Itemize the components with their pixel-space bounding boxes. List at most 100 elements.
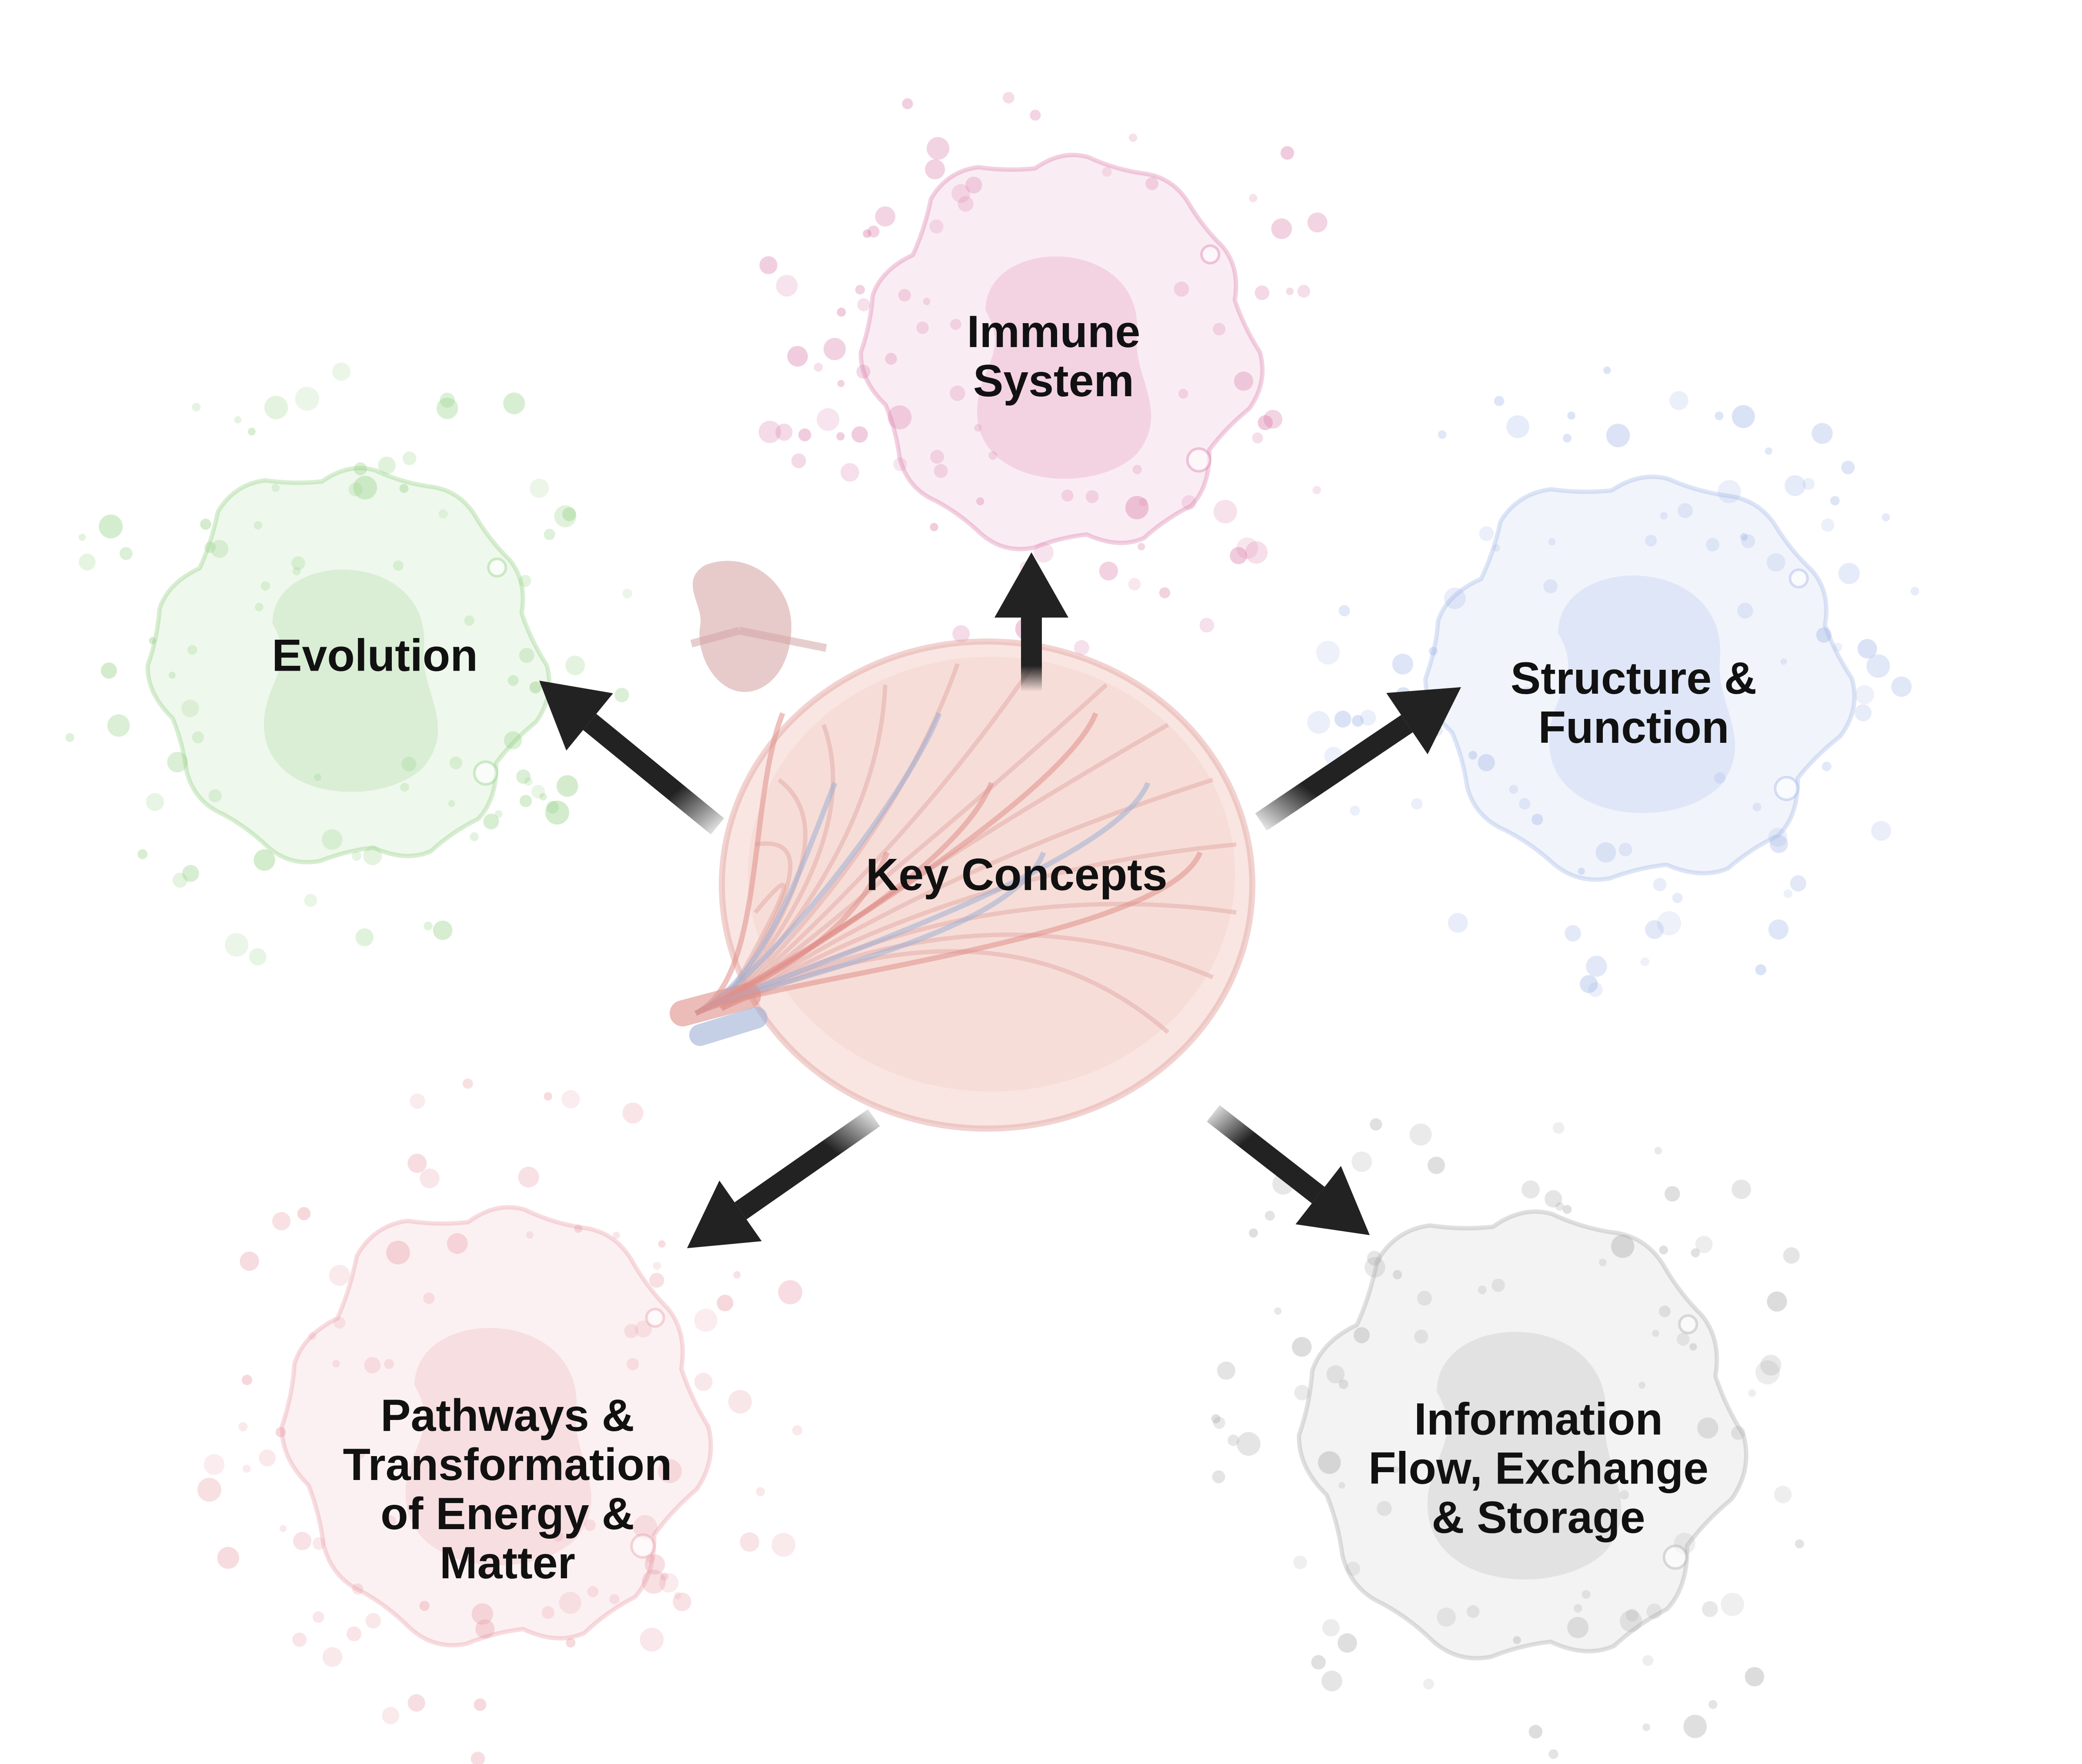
- particle-dot: [1871, 821, 1891, 841]
- cell-vesicle: [587, 1586, 599, 1597]
- particle-dot: [561, 1090, 580, 1109]
- particle-dot: [1350, 805, 1360, 816]
- particle-dot: [929, 219, 944, 234]
- particle-dot: [1689, 1343, 1697, 1351]
- arrow-shaft: [1207, 1105, 1325, 1203]
- particle-dot: [1351, 1151, 1372, 1172]
- particle-dot: [1731, 1426, 1745, 1440]
- cell-vesicle: [384, 1515, 397, 1528]
- particle-dot: [771, 1533, 796, 1557]
- particle-dot: [447, 1233, 468, 1254]
- particle-dot: [1249, 1228, 1258, 1238]
- particle-dot: [352, 1583, 364, 1595]
- arrow-head: [994, 552, 1068, 618]
- cell-vesicle: [923, 297, 931, 305]
- particle-dot: [354, 462, 367, 475]
- spleen-body: [692, 561, 791, 692]
- particle-dot: [756, 1487, 765, 1496]
- particle-dot: [1565, 925, 1582, 942]
- particle-dot: [1765, 447, 1772, 455]
- particle-dot: [1603, 366, 1611, 374]
- particle-dot: [1492, 544, 1500, 552]
- particle-dot: [78, 534, 86, 541]
- particle-dot: [507, 675, 519, 686]
- particle-dot: [1531, 814, 1543, 825]
- particle-dot: [544, 528, 555, 540]
- cell-vesicle: [485, 1567, 495, 1577]
- particle-dot: [181, 699, 199, 718]
- particle-dot: [1444, 587, 1466, 609]
- cell-vesicle: [332, 1360, 340, 1368]
- arrow-layer: [539, 552, 1461, 1248]
- particle-dot: [1294, 1385, 1310, 1400]
- particle-dot: [410, 1093, 425, 1109]
- particle-dot: [1855, 685, 1874, 704]
- cell-vesicle: [1414, 1330, 1428, 1344]
- particle-dot: [951, 184, 971, 203]
- particle-dot: [574, 1224, 583, 1233]
- cell-nucleus: [1549, 575, 1735, 813]
- particle-dot: [1212, 1470, 1225, 1483]
- cell-vesicle: [988, 451, 998, 460]
- cell-vesicle: [292, 567, 301, 575]
- cell-vesicle: [974, 424, 982, 432]
- particle-dot: [1125, 496, 1149, 519]
- particle-dot: [402, 451, 417, 465]
- particle-dot: [775, 424, 793, 441]
- particle-dot: [100, 662, 117, 679]
- particle-dot: [1370, 1118, 1382, 1131]
- cell-nucleus: [977, 256, 1151, 479]
- concept-label-line: Matter: [439, 1538, 576, 1588]
- particle-dot: [192, 403, 201, 411]
- particle-dot: [1360, 709, 1376, 726]
- cell-nucleus: [405, 1328, 592, 1566]
- particle-dot: [1783, 889, 1792, 898]
- particle-dot: [1642, 1723, 1650, 1731]
- particle-dot: [1429, 647, 1438, 656]
- particle-dot: [673, 1593, 691, 1611]
- particle-dot: [208, 789, 222, 802]
- cell-vesicle: [553, 1531, 564, 1542]
- particle-dot: [851, 426, 868, 443]
- particle-dot: [545, 800, 569, 825]
- particle-dot: [660, 1572, 668, 1581]
- particle-dot: [1437, 1607, 1456, 1627]
- particle-dot: [1217, 1361, 1235, 1380]
- cell-membrane: [1423, 474, 1857, 882]
- cell-vesicle: [1085, 490, 1099, 503]
- cell-vesicle: [1737, 602, 1753, 619]
- cell-vesicle: [1599, 1259, 1607, 1266]
- particle-dot: [559, 1591, 581, 1614]
- particle-dot: [837, 307, 846, 317]
- particle-dot: [295, 387, 320, 411]
- particle-dot: [823, 337, 846, 361]
- particle-dot: [758, 421, 781, 443]
- cell-membrane: [858, 153, 1265, 551]
- cell-vesicle: [930, 450, 944, 464]
- node-cortex: [748, 657, 1235, 1092]
- cell-vesicle: [1780, 658, 1787, 665]
- particle-dot: [420, 1168, 440, 1189]
- particle-dot: [524, 777, 533, 786]
- cell-vesicle: [1678, 1314, 1698, 1334]
- particle-dot: [1821, 518, 1835, 532]
- arrow-to-pathways: [687, 1109, 880, 1248]
- concept-label-line: Pathways &: [380, 1390, 634, 1441]
- cell-vesicle: [1638, 1381, 1646, 1389]
- particle-dot: [1438, 430, 1447, 439]
- cell-vesicle: [1706, 538, 1719, 551]
- particle-dot: [1620, 1610, 1642, 1632]
- cell-vesicle: [584, 1519, 596, 1531]
- particle-dot: [1586, 956, 1607, 977]
- particle-dot: [463, 1078, 473, 1089]
- cell-vesicle: [916, 321, 929, 334]
- particle-dot: [1795, 1539, 1804, 1549]
- cell-vesicle: [384, 1359, 394, 1369]
- particle-dot: [1271, 218, 1292, 239]
- particle-dot: [1676, 1333, 1690, 1346]
- concept-label-line: Structure &: [1510, 653, 1757, 704]
- immune-cell-icon: [280, 1205, 713, 1647]
- particle-dot: [1854, 704, 1872, 722]
- particle-dot: [436, 398, 458, 419]
- particle-dot: [1718, 480, 1741, 504]
